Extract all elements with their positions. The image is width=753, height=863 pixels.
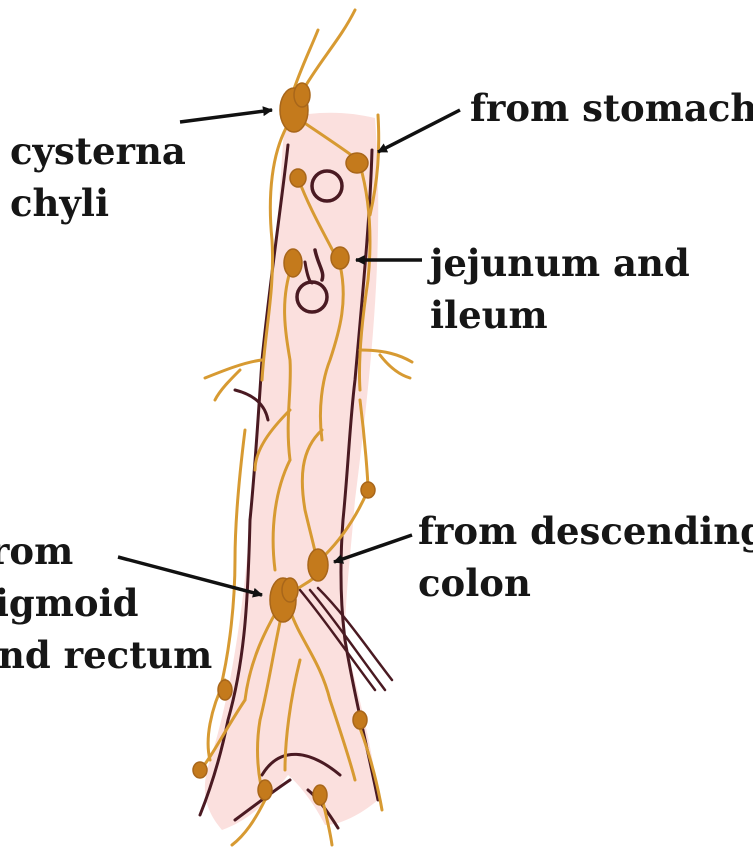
label-descending-line1: from descending [418,505,753,557]
label-sigmoid-rectum: from sigmoid and rectum [0,525,212,681]
arrow-from-stomach [378,110,460,152]
label-from-stomach: from stomach [470,82,753,134]
label-stomach-line1: from stomach [470,82,753,134]
label-sigmoid-line2: sigmoid [0,577,212,629]
label-cysterna-line1: cysterna [10,125,186,177]
label-descending-line2: colon [418,557,753,609]
label-descending-colon: from descending colon [418,505,753,609]
arrow-cysterna-chyli [180,110,272,122]
label-sigmoid-line1: from [0,525,212,577]
label-sigmoid-line3: and rectum [0,629,212,681]
label-jejunum-line1: jejunum and [430,237,690,289]
label-jejunum-ileum: jejunum and ileum [430,237,690,341]
label-jejunum-line2: ileum [430,289,690,341]
label-cysterna-chyli: cysterna chyli [10,125,186,229]
label-cysterna-line2: chyli [10,177,186,229]
